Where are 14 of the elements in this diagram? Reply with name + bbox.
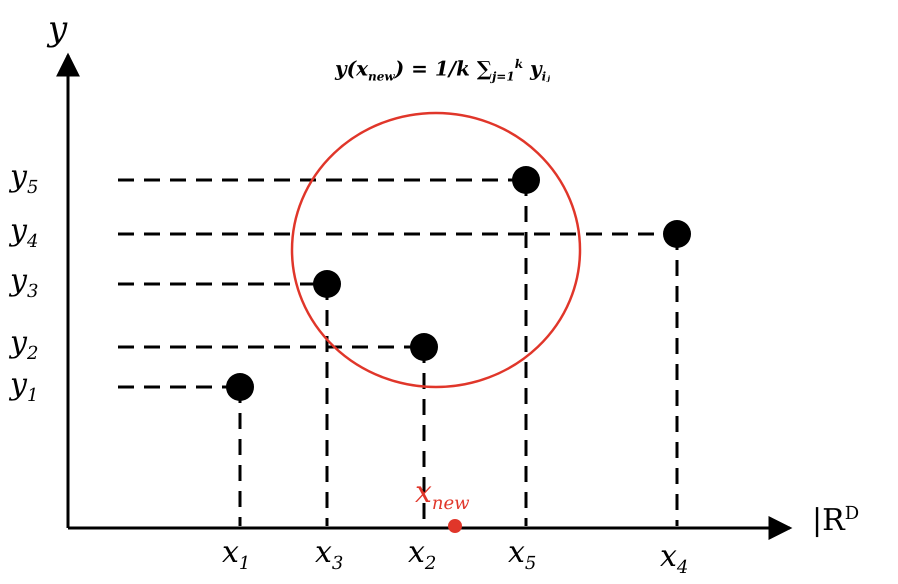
axis-label: |R$^{D}$ bbox=[812, 505, 860, 536]
tick-label: x$_{5}$ bbox=[508, 538, 536, 573]
tick-label: x$_{4}$ bbox=[660, 542, 688, 577]
tick-label: y$_{2}$ bbox=[10, 328, 38, 363]
tick-label: x$_{1}$ bbox=[222, 538, 250, 573]
tick-label: y$_{4}$ bbox=[10, 216, 38, 251]
tick-label: y$_{5}$ bbox=[10, 162, 38, 197]
tick-label: x$_{2}$ bbox=[408, 538, 436, 573]
query-label: x$_{new}$ bbox=[415, 478, 470, 513]
tick-label: y$_{1}$ bbox=[10, 370, 38, 405]
formula: y(x$_{new}$) = 1/k ∑$_{j=1}$$^{k}$ y$_{iⱼ}$ bbox=[335, 58, 550, 83]
axis-label: y bbox=[48, 12, 68, 46]
tick-label: y$_{3}$ bbox=[10, 266, 38, 301]
tick-label: x$_{3}$ bbox=[315, 538, 344, 573]
